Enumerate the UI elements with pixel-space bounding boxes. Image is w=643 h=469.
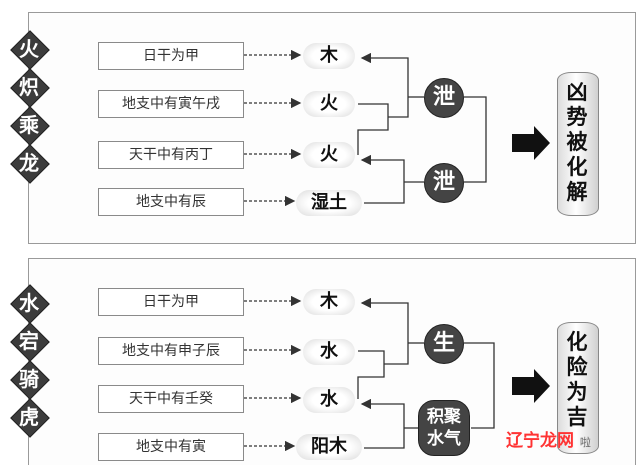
bottom-connector-circle-2: 积聚水气 [418, 400, 470, 456]
top-tag-char-1: 火 [19, 37, 39, 61]
bottom-rule-box-1: 日干为甲 [98, 288, 244, 316]
bottom-link-1 [357, 350, 385, 399]
top-connector-circle-1: 泄 [424, 78, 464, 118]
top-element-node-2: 火 [303, 91, 355, 117]
top-rule-box-4: 地支中有辰 [98, 188, 244, 216]
top-result-cylinder [557, 72, 599, 216]
top-tag-char-2: 炽 [19, 75, 39, 99]
top-result-text: 凶势被化解 [566, 80, 588, 204]
bottom-result-cylinder [557, 322, 599, 454]
bottom-element-node-3: 水 [303, 387, 355, 413]
bottom-element-node-4: 阳木 [296, 434, 362, 460]
bottom-link-4 [360, 398, 405, 449]
top-element-node-4: 湿土 [296, 190, 362, 216]
bottom-rule-box-4: 地支中有寅 [98, 433, 244, 461]
watermark-suffix: 啦 [579, 436, 591, 449]
top-link-2 [360, 52, 409, 118]
top-tag-char-3: 乘 [19, 113, 39, 137]
top-rule-box-3: 天干中有丙丁 [98, 141, 244, 169]
top-big-arrow [512, 126, 550, 160]
bottom-rule-box-3: 天干中有壬癸 [98, 385, 244, 413]
bottom-big-arrow [512, 369, 550, 403]
bottom-link-6 [463, 342, 495, 429]
bottom-element-node-1: 木 [303, 289, 355, 315]
bottom-element-node-2: 水 [303, 339, 355, 365]
bottom-link-2 [360, 297, 409, 365]
bottom-connector-circle-1: 生 [424, 324, 464, 364]
bottom-tag-char-2: 宕 [19, 329, 39, 353]
bottom-tag-char-3: 骑 [19, 367, 39, 391]
top-element-node-3: 火 [303, 142, 355, 168]
watermark-text: 辽宁龙网 [506, 431, 574, 451]
watermark-logo: 辽宁龙网 啦 [506, 426, 591, 451]
bottom-tag-char-1: 水 [19, 291, 39, 315]
top-tag-char-4: 龙 [19, 151, 39, 175]
bottom-tag-char-4: 虎 [19, 405, 39, 429]
top-link-6 [463, 96, 487, 183]
top-link-1 [357, 103, 389, 155]
top-link-4 [360, 154, 405, 204]
bottom-rule-box-2: 地支中有申子辰 [98, 337, 244, 365]
top-connector-circle-2: 泄 [424, 163, 464, 203]
top-element-node-1: 木 [303, 43, 355, 69]
top-rule-box-1: 日干为甲 [98, 42, 244, 70]
top-rule-box-2: 地支中有寅午戌 [98, 90, 244, 118]
bottom-result-text: 化险为吉 [566, 330, 588, 429]
